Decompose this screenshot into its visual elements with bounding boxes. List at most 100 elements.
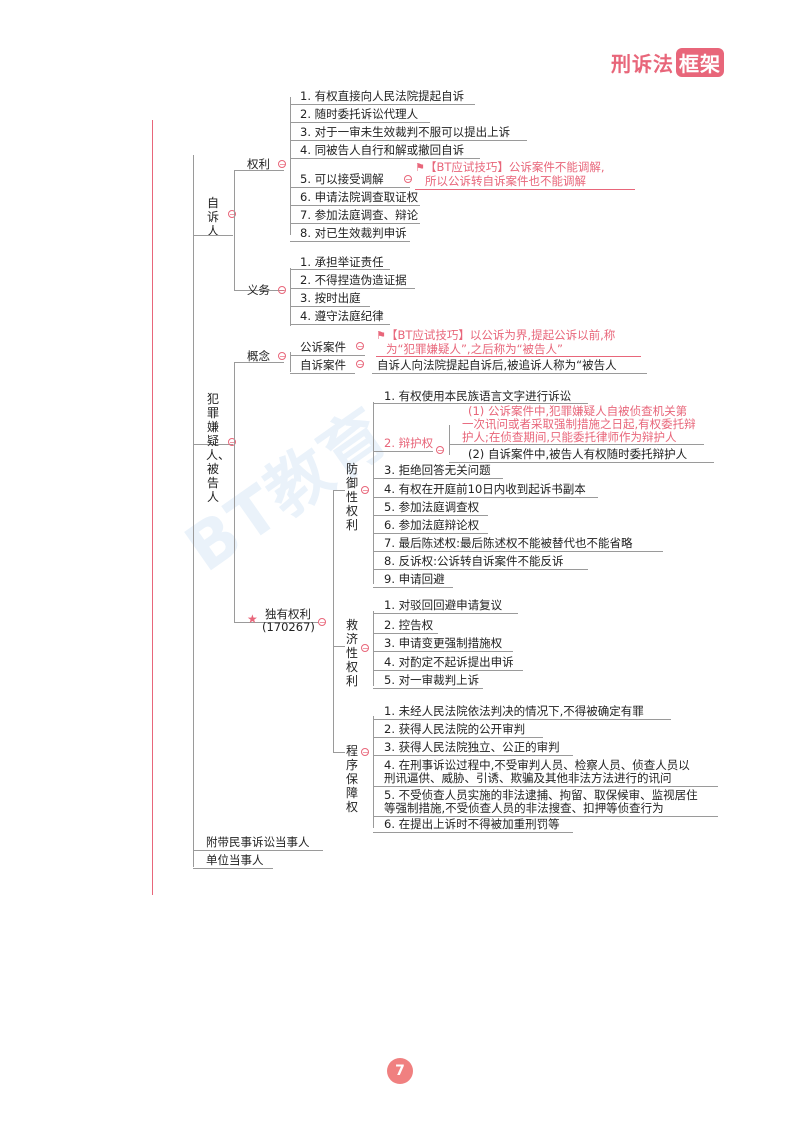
flag-icon: ⚑ bbox=[376, 329, 386, 342]
collapse-icon[interactable]: − bbox=[356, 360, 364, 369]
line bbox=[373, 569, 588, 570]
tip-text: 【BT应试技巧】公诉案件不能调解, bbox=[425, 160, 605, 174]
line bbox=[290, 306, 370, 307]
line bbox=[290, 104, 475, 105]
line bbox=[372, 373, 647, 374]
collapse-icon[interactable]: − bbox=[436, 446, 444, 455]
line bbox=[290, 158, 480, 159]
line bbox=[333, 646, 345, 647]
line bbox=[193, 444, 233, 445]
line bbox=[234, 362, 284, 363]
line bbox=[373, 670, 523, 671]
collapse-icon[interactable]: − bbox=[278, 352, 286, 361]
bianhu-text: 护人;在侦查期间,只能委托律师作为辩护人 bbox=[462, 430, 677, 444]
chengxu-item: 5. 不受侦查人员实施的非法逮捕、拘留、取保候审、监视居住 bbox=[384, 788, 698, 802]
yiwu-item: 3. 按时出庭 bbox=[300, 291, 361, 305]
fangyu-item: 9. 申请回避 bbox=[384, 572, 445, 586]
jiuji-item: 2. 控告权 bbox=[384, 618, 434, 632]
tip-text: 【BT应试技巧】以公诉为界,提起公诉以前,称 bbox=[386, 328, 616, 342]
quanli-item: 5. 可以接受调解 bbox=[300, 172, 384, 186]
collapse-icon[interactable]: − bbox=[278, 286, 286, 295]
line bbox=[290, 97, 291, 235]
node-quanli: 权利 bbox=[247, 157, 270, 171]
line bbox=[373, 651, 513, 652]
chengxu-item: 3. 获得人民法院独立、公正的审判 bbox=[384, 740, 560, 754]
line bbox=[333, 490, 345, 491]
line bbox=[290, 140, 527, 141]
line bbox=[373, 497, 598, 498]
line bbox=[290, 122, 430, 123]
fangyu-item: 2. 辩护权 bbox=[384, 436, 434, 450]
jiuji-item: 4. 对酌定不起诉提出申诉 bbox=[384, 655, 514, 669]
quanli-item: 8. 对已生效裁判申诉 bbox=[300, 226, 407, 240]
quanli-item: 3. 对于一审未生效裁判不服可以提出上诉 bbox=[300, 125, 511, 139]
collapse-icon[interactable]: − bbox=[361, 486, 369, 495]
node-gainian: 概念 bbox=[247, 349, 270, 363]
tip-underline bbox=[376, 356, 641, 357]
left-border-line bbox=[152, 120, 153, 895]
node-zisu: 自诉人 bbox=[206, 196, 219, 238]
line bbox=[234, 170, 284, 171]
line bbox=[373, 786, 718, 787]
page-header-title: 刑诉法框架 bbox=[611, 48, 724, 77]
line bbox=[234, 362, 235, 622]
collapse-icon[interactable]: − bbox=[361, 644, 369, 653]
bianhu-text: 一次讯问或者采取强制措施之日起,有权委托辩 bbox=[462, 417, 696, 431]
collapse-icon[interactable]: − bbox=[404, 175, 412, 184]
line bbox=[373, 451, 433, 452]
line bbox=[373, 832, 573, 833]
line bbox=[234, 622, 319, 623]
node-jiuji: 救济性权利 bbox=[345, 618, 358, 688]
collapse-icon[interactable]: − bbox=[228, 438, 236, 447]
line bbox=[373, 515, 488, 516]
line bbox=[449, 462, 714, 463]
node-fangyu: 防御性权利 bbox=[345, 462, 358, 532]
fangyu-item: 3. 拒绝回答无关问题 bbox=[384, 463, 491, 477]
fangyu-item: 6. 参加法庭辩论权 bbox=[384, 518, 480, 532]
jiuji-item: 5. 对一审裁判上诉 bbox=[384, 673, 480, 687]
line bbox=[193, 868, 273, 869]
line bbox=[373, 611, 374, 686]
line bbox=[290, 355, 365, 356]
line bbox=[290, 268, 291, 326]
quanli-item: 7. 参加法庭调查、辩论 bbox=[300, 208, 419, 222]
jiuji-item: 3. 申请变更强制措施权 bbox=[384, 636, 503, 650]
tip-text: 所以公诉转自诉案件也不能调解 bbox=[425, 174, 586, 188]
header-title-badge: 框架 bbox=[676, 48, 724, 77]
line bbox=[373, 755, 573, 756]
line bbox=[373, 716, 374, 828]
line bbox=[373, 633, 438, 634]
line bbox=[290, 205, 420, 206]
node-fudai: 附带民事诉讼当事人 bbox=[206, 835, 310, 849]
quanli-item: 1. 有权直接向人民法院提起自诉 bbox=[300, 89, 465, 103]
collapse-icon[interactable]: − bbox=[318, 618, 326, 627]
node-xianyi: 犯罪嫌疑人、被告人 bbox=[206, 392, 231, 504]
line bbox=[193, 235, 233, 236]
line bbox=[373, 688, 483, 689]
star-icon: ★ bbox=[247, 612, 258, 626]
node-chengxu: 程序保障权 bbox=[345, 744, 358, 814]
line bbox=[290, 269, 390, 270]
line bbox=[449, 425, 450, 455]
fangyu-item: 5. 参加法庭调查权 bbox=[384, 500, 480, 514]
yiwu-item: 1. 承担举证责任 bbox=[300, 255, 384, 269]
line bbox=[373, 737, 543, 738]
fangyu-item: 8. 反诉权:公诉转自诉案件不能反诉 bbox=[384, 554, 564, 568]
collapse-icon[interactable]: − bbox=[228, 210, 236, 219]
line bbox=[290, 241, 410, 242]
node-zisuanjian: 自诉案件 bbox=[300, 358, 346, 372]
collapse-icon[interactable]: − bbox=[361, 748, 369, 757]
bianhu-text: (1) 公诉案件中,犯罪嫌疑人自被侦查机关第 bbox=[468, 404, 688, 418]
chengxu-item: 2. 获得人民法院的公开审判 bbox=[384, 722, 526, 736]
yiwu-item: 4. 遵守法庭纪律 bbox=[300, 309, 384, 323]
line bbox=[373, 719, 671, 720]
line bbox=[333, 752, 345, 753]
collapse-icon[interactable]: − bbox=[278, 160, 286, 169]
chengxu-item: 刑讯逼供、威胁、引诱、欺骗及其他非法方法进行的讯问 bbox=[384, 771, 672, 785]
line bbox=[373, 402, 374, 584]
node-danwei: 单位当事人 bbox=[206, 853, 264, 867]
line bbox=[373, 478, 503, 479]
line bbox=[290, 324, 390, 325]
collapse-icon[interactable]: − bbox=[356, 342, 364, 351]
chengxu-item: 1. 未经人民法院依法判决的情况下,不得被确定有罪 bbox=[384, 704, 644, 718]
